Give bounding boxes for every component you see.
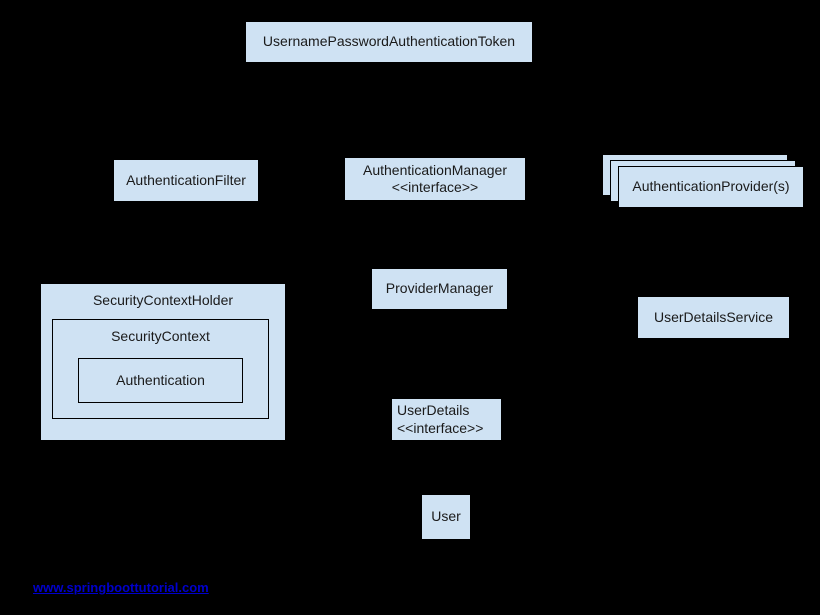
node-user: User bbox=[421, 494, 471, 540]
node-label: AuthenticationProvider(s) bbox=[632, 178, 790, 195]
node-label: ProviderManager bbox=[385, 280, 494, 297]
node-label: Authentication bbox=[116, 371, 205, 388]
website-link[interactable]: www.springboottutorial.com bbox=[33, 580, 209, 595]
node-label: UsernamePasswordAuthenticationToken bbox=[262, 33, 516, 50]
node-security-context-holder: SecurityContextHolder SecurityContext Au… bbox=[40, 283, 286, 441]
node-label: UserDetails bbox=[397, 402, 470, 418]
node-username-password-authentication-token: UsernamePasswordAuthenticationToken bbox=[245, 21, 533, 63]
node-label: UserDetailsService bbox=[653, 308, 774, 325]
node-authentication-filter: AuthenticationFilter bbox=[113, 159, 259, 202]
node-stereotype: <<interface>> bbox=[397, 419, 484, 436]
node-label: SecurityContext bbox=[111, 327, 210, 344]
node-stereotype: <<interface>> bbox=[391, 179, 479, 195]
node-authentication-manager: AuthenticationManager <<interface>> bbox=[344, 157, 526, 201]
node-provider-manager: ProviderManager bbox=[371, 268, 508, 310]
node-label: SecurityContextHolder bbox=[92, 291, 234, 308]
node-user-details-service: UserDetailsService bbox=[637, 296, 790, 339]
node-authentication: Authentication bbox=[78, 358, 243, 403]
node-security-context: SecurityContext Authentication bbox=[52, 319, 269, 419]
node-user-details: UserDetails <<interface>> bbox=[391, 398, 502, 441]
node-label: AuthenticationManager bbox=[363, 161, 507, 178]
node-label: AuthenticationFilter bbox=[126, 171, 246, 188]
node-authentication-providers: AuthenticationProvider(s) bbox=[618, 166, 804, 208]
node-label: User bbox=[431, 508, 461, 525]
